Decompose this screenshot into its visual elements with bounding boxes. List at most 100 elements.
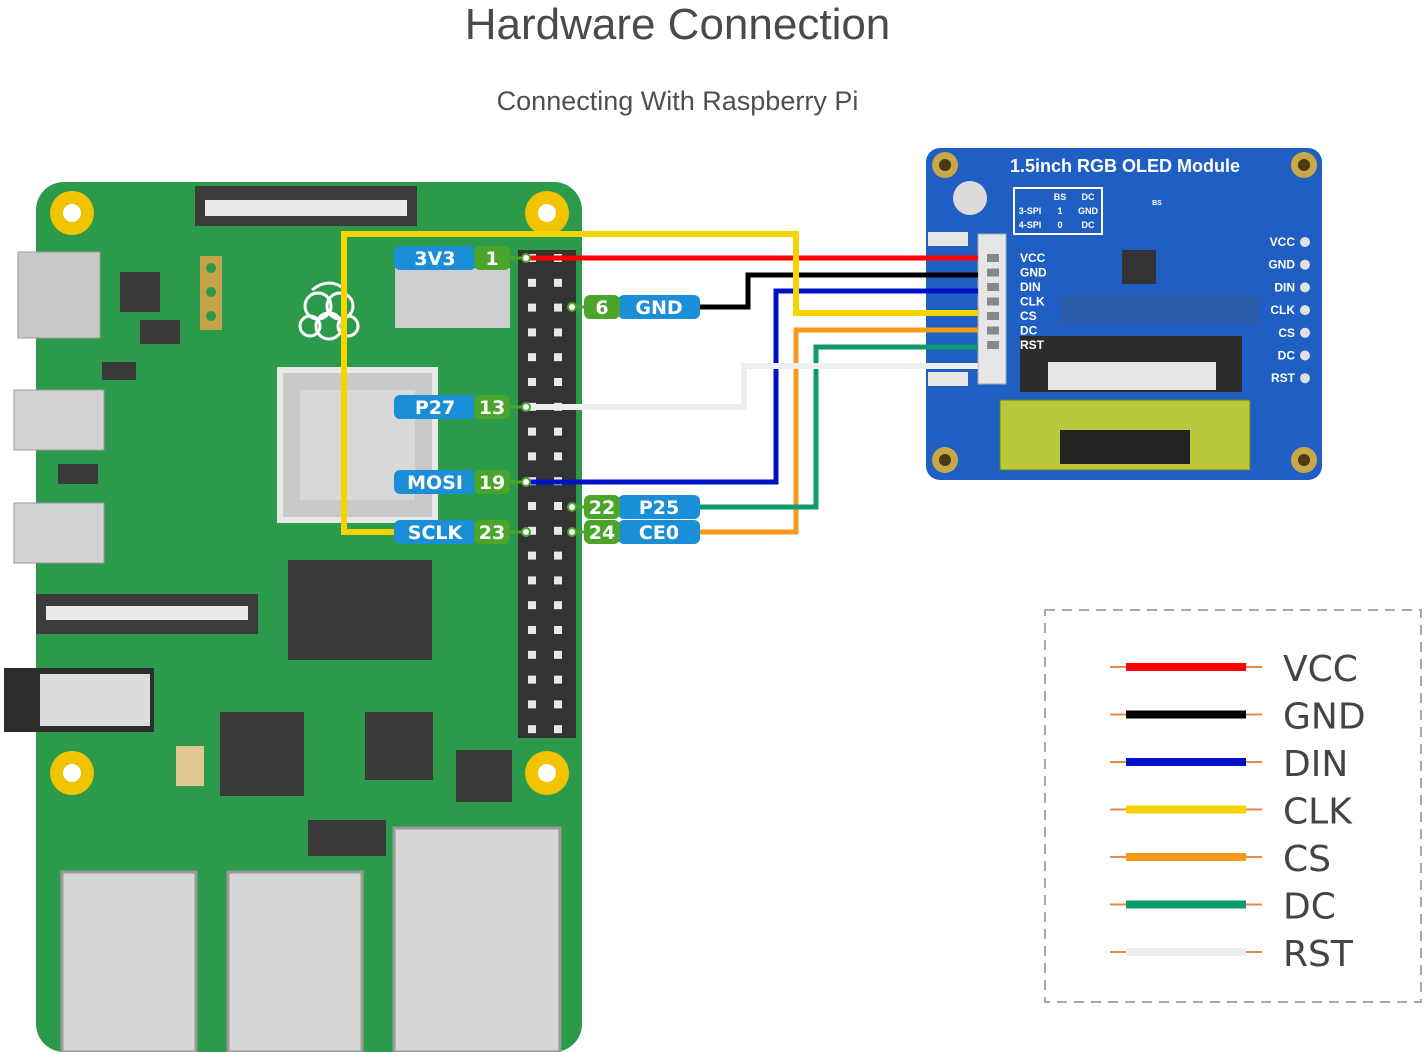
gpio-pin xyxy=(528,650,536,659)
gpio-pin xyxy=(528,427,536,436)
legend-label: RST xyxy=(1283,934,1354,975)
gpio-pin xyxy=(554,328,562,337)
pi-component-1 xyxy=(102,362,136,380)
oled-pin xyxy=(987,297,999,306)
oled-silk-pin-right: RST xyxy=(1271,371,1296,385)
pi-display-connector-slot xyxy=(205,200,407,216)
pi-component-silver xyxy=(395,268,510,328)
pin-number: 22 xyxy=(589,497,615,519)
pin-dot xyxy=(521,402,531,412)
oled-table-row2-dc: DC xyxy=(1082,220,1095,230)
oled-bs-label: BS xyxy=(1152,200,1162,207)
pin-name-box xyxy=(394,395,476,419)
gpio-pin xyxy=(554,626,562,634)
legend-label: CLK xyxy=(1283,792,1353,833)
oled-table-row1-mode: 3-SPI xyxy=(1019,206,1042,216)
pin-number-box xyxy=(474,470,510,494)
oled-table-row1-bs: 1 xyxy=(1057,206,1062,216)
hdmi-port-2 xyxy=(13,502,105,564)
pin-label-p27: P27 13 xyxy=(394,395,531,419)
oled-chip xyxy=(1122,250,1156,284)
wire-clk xyxy=(341,231,978,535)
usb-controller-chip xyxy=(220,712,304,796)
legend-item-dc: DC xyxy=(1110,887,1336,928)
pin-label-p25: P25 22 xyxy=(567,495,700,519)
gpio-pin xyxy=(528,502,536,510)
pi-camera-connector-slot xyxy=(46,606,248,620)
pi-chip-small-2 xyxy=(140,320,180,344)
pi-header-small-pad-1 xyxy=(206,263,216,273)
oled-silk-pin-right: DC xyxy=(1278,349,1296,363)
pin-name: GND xyxy=(635,297,682,319)
legend-label: GND xyxy=(1283,697,1366,738)
gpio-pin xyxy=(528,303,536,312)
legend-item-cs: CS xyxy=(1110,839,1331,880)
pin-number: 6 xyxy=(595,297,608,319)
pin-number: 13 xyxy=(479,397,505,419)
oled-table-row2-bs: 0 xyxy=(1057,220,1062,230)
pin-number-box xyxy=(474,246,510,270)
raspberry-pi-board xyxy=(4,182,582,1052)
oled-silk-pin-left: DC xyxy=(1020,324,1038,338)
gpio-pin xyxy=(554,576,562,585)
pin-number: 19 xyxy=(479,472,505,494)
pi-header-small-pad-2 xyxy=(206,287,216,297)
pin-dot xyxy=(521,527,531,537)
pi-component-2 xyxy=(58,464,98,484)
gpio-pins xyxy=(528,254,562,734)
pin-dot xyxy=(567,302,577,312)
pin-name: P25 xyxy=(639,497,679,519)
pin-number-box xyxy=(474,520,510,544)
oled-table-row1-dc: GND xyxy=(1078,206,1099,216)
pin-number-box xyxy=(474,395,510,419)
oled-module-board: 1.5inch RGB OLED Module BS DC 3-SPI 1 GN… xyxy=(926,148,1322,480)
pi-component-3 xyxy=(308,820,386,856)
wire-rst xyxy=(530,363,978,410)
oled-connector-clip-bottom xyxy=(928,372,968,386)
diagram-title: Hardware Connection xyxy=(464,0,891,49)
pi-mount-hole-tr-center xyxy=(538,204,556,222)
gpio-pin xyxy=(528,526,536,535)
pin-name: P27 xyxy=(415,397,455,419)
oled-fpc-slot xyxy=(1048,362,1216,390)
gpio-pin xyxy=(528,278,536,287)
pi-mount-hole-tl-center xyxy=(63,204,81,222)
pin-dot xyxy=(567,527,577,537)
gpio-pin xyxy=(554,452,562,461)
oled-silk-pin-left: VCC xyxy=(1020,251,1046,265)
gpio-pin xyxy=(554,650,562,659)
gpio-pin xyxy=(554,700,562,709)
legend-item-din: DIN xyxy=(1110,744,1348,785)
diagram-subtitle: Connecting With Raspberry Pi xyxy=(496,86,859,116)
wire-gnd xyxy=(700,272,978,310)
wires xyxy=(341,231,978,535)
gpio-pin xyxy=(554,278,562,287)
legend-item-clk: CLK xyxy=(1110,792,1353,833)
pin-dot xyxy=(521,477,531,487)
oled-pad xyxy=(1300,305,1310,316)
pin-number: 24 xyxy=(589,522,615,544)
oled-silk-pin-right: VCC xyxy=(1270,235,1296,249)
legend-box xyxy=(1044,609,1422,1003)
pin-number: 23 xyxy=(479,522,505,544)
pin-name-box xyxy=(618,295,700,319)
pin-name: 3V3 xyxy=(414,248,455,270)
gpio-pin xyxy=(528,700,536,709)
gpio-header xyxy=(518,250,576,738)
pin-name: MOSI xyxy=(407,472,463,494)
gpio-pin xyxy=(554,303,562,312)
gpio-pin xyxy=(554,502,562,510)
oled-table-header-dc: DC xyxy=(1082,192,1095,202)
legend-label: DC xyxy=(1283,887,1336,928)
oled-mount-hole-tl-center xyxy=(939,159,951,171)
gpio-pin xyxy=(528,576,536,585)
oled-pin xyxy=(987,341,999,349)
gpio-pin xyxy=(528,452,536,461)
pin-dot xyxy=(521,253,531,263)
pi-header-small-pad-3 xyxy=(206,311,216,321)
oled-pad xyxy=(1300,327,1310,338)
